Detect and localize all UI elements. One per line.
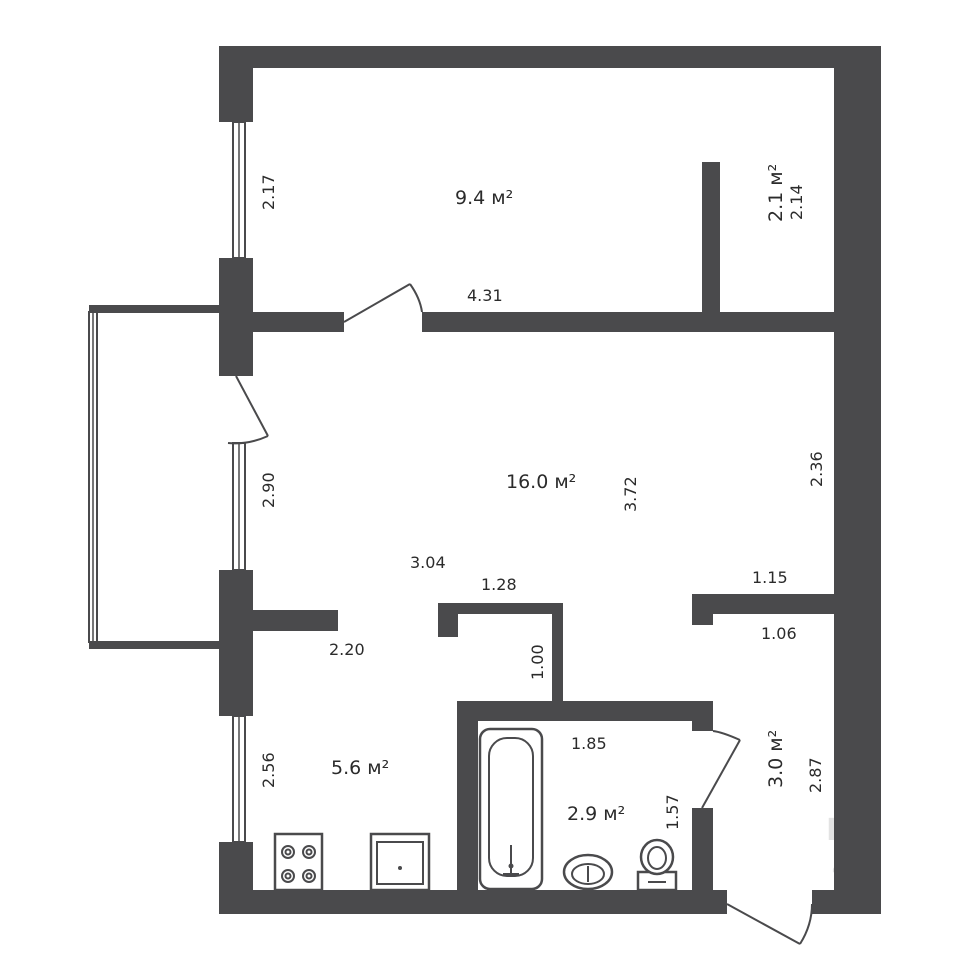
wall-corridor-top [438, 603, 563, 614]
dim-bedroom-width: 4.31 [467, 286, 503, 305]
dim-living-right: 2.36 [807, 451, 826, 487]
dim-corridor-width: 1.28 [481, 575, 517, 594]
area-bedroom: 9.4 м² [455, 187, 513, 209]
dim-living-left: 2.90 [259, 472, 278, 508]
door-entrance [726, 903, 801, 945]
wall-hall-top [692, 594, 834, 614]
dim-bedroom-height: 2.17 [259, 174, 278, 210]
wall-right [834, 46, 881, 914]
dim-bathroom-height: 1.57 [663, 794, 682, 830]
stove-icon [273, 832, 324, 892]
wall-bedroom-left [253, 312, 344, 332]
dim-living-width: 3.04 [410, 553, 446, 572]
dim-living-center: 3.72 [621, 476, 640, 512]
dim-bathroom-width: 1.85 [571, 734, 607, 753]
door-bathroom [701, 739, 741, 809]
fixtures [273, 727, 678, 892]
doors [227, 283, 813, 945]
area-living: 16.0 м² [506, 471, 576, 493]
wall-closet [702, 162, 720, 312]
room-labels: 9.4 м² 2.1 м² 16.0 м² 5.6 м² 2.9 м² 3.0 … [331, 164, 787, 825]
dim-hall-height: 2.87 [806, 757, 825, 793]
kitchen-sink-icon [369, 832, 431, 892]
windows [232, 121, 246, 843]
wall-bottom-right [812, 890, 881, 914]
area-kitchen: 5.6 м² [331, 757, 389, 779]
dim-hall-top-width: 1.15 [752, 568, 788, 587]
wall-kitchen-stub [253, 610, 338, 631]
dim-hall-width: 1.06 [761, 624, 797, 643]
wall-top [219, 46, 881, 68]
area-closet: 2.1 м² [765, 164, 787, 222]
area-hall: 3.0 м² [765, 730, 787, 788]
door-bedroom [343, 283, 411, 323]
wall-bathroom-left [457, 701, 478, 890]
interior-walls [253, 162, 834, 890]
exterior-walls [219, 46, 881, 914]
wall-bathroom-top [457, 701, 713, 721]
wall-bedroom-right [422, 312, 834, 332]
toilet-icon [636, 838, 678, 892]
bathtub-icon [478, 727, 544, 891]
wall-bottom-left [219, 890, 727, 914]
dim-corridor-height: 1.00 [528, 644, 547, 680]
wall-corridor-right [552, 603, 563, 704]
dim-kitchen-width: 2.20 [329, 640, 365, 659]
wall-bathroom-right [692, 808, 713, 890]
area-bathroom: 2.9 м² [567, 803, 625, 825]
balcony [88, 305, 220, 649]
dim-closet-height: 2.14 [787, 184, 806, 220]
dimension-labels: 2.17 4.31 2.14 2.90 3.72 2.36 3.04 1.15 … [259, 174, 826, 830]
washbasin-icon [562, 853, 614, 891]
dim-kitchen-height: 2.56 [259, 752, 278, 788]
door-balcony [235, 375, 269, 437]
